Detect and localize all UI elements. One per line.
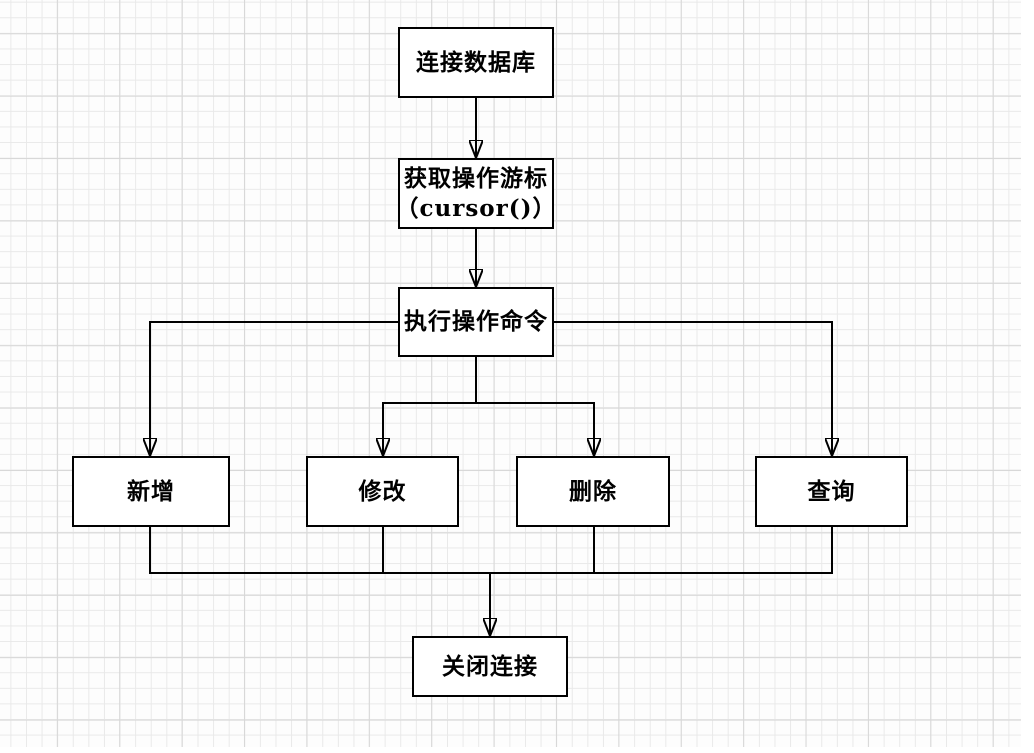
node-update-label: 修改 — [358, 477, 407, 505]
node-delete-label: 删除 — [569, 477, 617, 505]
node-insert-label: 新增 — [127, 477, 175, 505]
edge-execute-cmd-to-update — [383, 357, 477, 454]
node-connect-db[interactable]: 连接数据库 — [398, 27, 554, 98]
node-insert[interactable]: 新增 — [72, 456, 230, 527]
node-execute-cmd[interactable]: 执行操作命令 — [398, 287, 554, 357]
node-get-cursor-sublabel: （cursor()） — [395, 194, 557, 222]
node-get-cursor-label: 获取操作游标 — [404, 164, 548, 192]
node-connect-db-label: 连接数据库 — [416, 48, 536, 76]
node-select[interactable]: 查询 — [755, 456, 908, 527]
edge-execute-cmd-to-insert — [150, 321, 398, 454]
node-select-label: 查询 — [807, 477, 856, 505]
node-execute-cmd-label: 执行操作命令 — [404, 308, 548, 335]
node-update[interactable]: 修改 — [306, 456, 459, 527]
node-get-cursor[interactable]: 获取操作游标 （cursor()） — [395, 158, 557, 229]
edge-execute-cmd-to-delete — [476, 402, 594, 454]
node-close-conn[interactable]: 关闭连接 — [412, 636, 568, 697]
node-close-conn-label: 关闭连接 — [442, 652, 538, 680]
edge-execute-cmd-to-select — [554, 321, 832, 454]
grid-canvas — [0, 0, 1021, 747]
node-delete[interactable]: 删除 — [516, 456, 670, 527]
